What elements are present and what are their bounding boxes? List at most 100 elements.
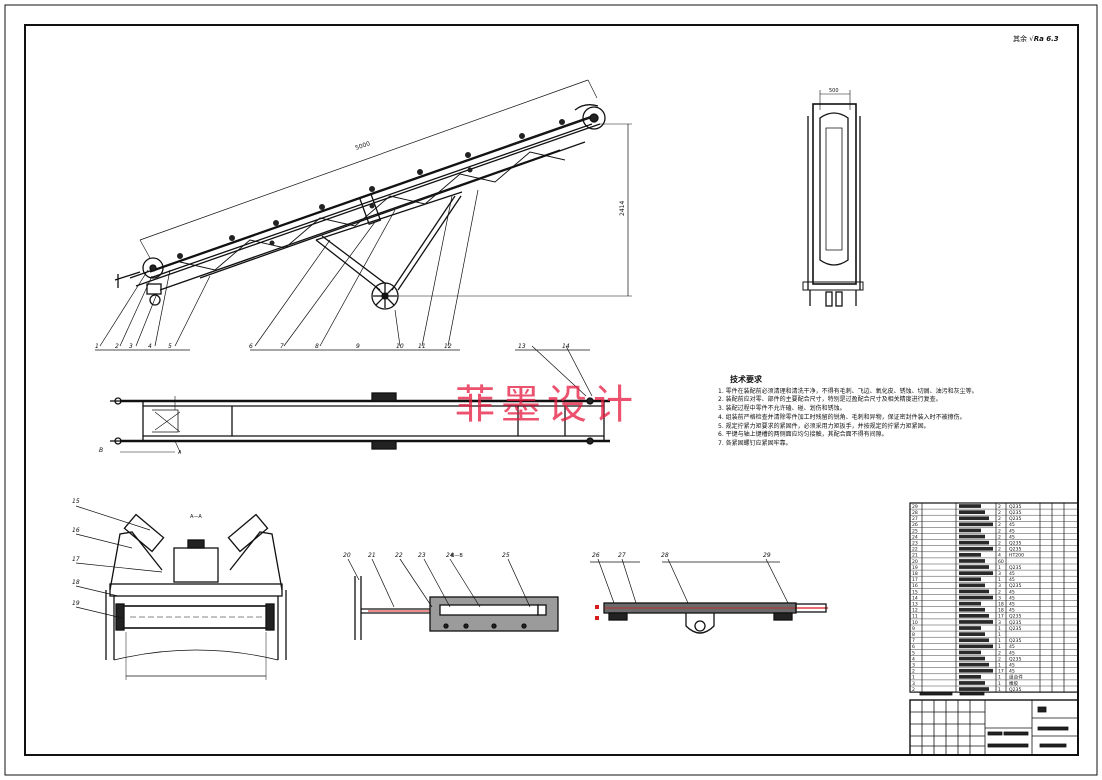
balloon-number: 5	[168, 343, 172, 350]
bom-cell-no: 9	[912, 626, 915, 632]
bom-cell-qty: 2	[998, 589, 1001, 595]
main-elevation-view	[95, 79, 632, 351]
bom-name-cell	[959, 504, 981, 508]
requirement-item: 4. 组装前严格检查并清除零件加工时残留的锐角、毛刺和异物，保证密封件装入时不被…	[718, 413, 966, 421]
dim-top-width: 500	[829, 88, 839, 94]
bom-cell-no: 8	[912, 632, 915, 638]
bom-cell-qty: 1	[998, 675, 1001, 681]
roughness-prefix: 其余	[1013, 35, 1027, 43]
balloon-number: 28	[661, 552, 669, 559]
watermark-text: 菲墨设计	[455, 382, 639, 428]
balloon-number: 25	[502, 552, 510, 559]
technical-requirements-title: 技术要求	[730, 375, 762, 384]
bom-cell-no: 28	[912, 510, 918, 516]
bom-cell-qty: 3	[998, 571, 1001, 577]
bom-name-cell	[959, 656, 985, 661]
bom-cell-no: 19	[912, 565, 918, 571]
balloon-number: 11	[418, 343, 426, 350]
bom-cell-no: 14	[912, 595, 918, 601]
title-block	[909, 691, 1079, 756]
bom-cell-qty: 1	[998, 638, 1001, 644]
bom-cell-mat: Q235	[1009, 687, 1021, 693]
balloon-number: 14	[562, 343, 570, 350]
view-marker-a: A	[178, 450, 182, 456]
bom-cell-mat: 45	[1009, 669, 1015, 675]
bom-name-cell	[959, 632, 985, 636]
balloon-number: 15	[72, 498, 80, 505]
balloon-number: 23	[418, 552, 426, 559]
balloon-number: 17	[72, 556, 80, 563]
bom-cell-no: 3	[912, 681, 915, 687]
bom-name-cell	[959, 516, 989, 521]
bom-cell-mat: 橡胶	[1009, 680, 1019, 687]
bom-cell-mat: Q235	[1009, 504, 1021, 510]
bom-cell-qty: 2	[998, 528, 1001, 534]
bom-cell-mat: 45	[1009, 663, 1015, 669]
bom-name-cell	[959, 607, 985, 612]
bom-name-cell	[959, 565, 989, 569]
requirement-item: 5. 规定拧紧力矩要求的紧固件，必须采用力矩扳手，并按规定的拧紧力矩紧固。	[718, 422, 930, 430]
bom-cell-qty: 3	[998, 595, 1001, 601]
bom-cell-no: 20	[912, 559, 918, 565]
balloon-number: 7	[280, 343, 284, 350]
bom-cell-mat: 组合件	[1009, 674, 1023, 681]
requirement-item: 1. 零件在装配前必须清理和清洗干净，不得有毛刺、飞边、氧化皮、锈蚀、切屑、油污…	[718, 387, 978, 395]
bom-cell-mat: Q235	[1009, 565, 1021, 571]
bom-cell-qty: 2	[998, 656, 1001, 662]
bom-name-cell	[959, 662, 989, 667]
bom-cell-qty: 1	[998, 632, 1001, 638]
bom-cell-qty: 2	[998, 547, 1001, 553]
bom-name-cell	[959, 620, 993, 624]
balloon-number: 2	[115, 343, 119, 350]
view-marker-b: B	[99, 447, 104, 454]
bom-cell-qty: 2	[998, 534, 1001, 540]
dim-height: 2414	[619, 201, 626, 216]
balloon-number: 9	[356, 343, 360, 350]
bom-cell-mat: 45	[1009, 644, 1015, 650]
section-a-label: A—A	[190, 514, 202, 520]
roughness-symbol-icon: √	[1029, 35, 1034, 43]
bom-name-cell	[959, 638, 989, 643]
bom-name-cell	[959, 650, 981, 655]
bom-cell-mat: Q235	[1009, 541, 1021, 547]
balloon-number: 13	[518, 343, 526, 350]
inner-border	[24, 24, 1079, 756]
balloon-number: 24	[446, 552, 454, 559]
bom-name-cell	[959, 644, 993, 649]
balloon-number: 29	[763, 552, 771, 559]
bom-cell-mat: Q235	[1009, 620, 1021, 626]
balloon-number: 19	[72, 600, 80, 607]
bom-name-cell	[959, 668, 993, 673]
bom-name-cell	[959, 540, 989, 545]
balloon-number: 16	[72, 527, 80, 534]
bom-cell-no: 16	[912, 583, 918, 589]
bom-cell-qty: 17	[998, 614, 1004, 620]
bom-name-cell	[959, 571, 993, 575]
bom-cell-no: 10	[912, 620, 918, 626]
bom-cell-no: 13	[912, 602, 918, 608]
surface-roughness-note: 其余 √Ra 6.3	[1013, 34, 1059, 44]
bom-cell-qty: 2	[998, 510, 1001, 516]
bom-name-cell	[959, 626, 981, 630]
bom-cell-no: 1	[912, 675, 915, 681]
bom-name-cell	[959, 522, 993, 527]
bom-cell-no: 12	[912, 608, 918, 614]
bom-cell-mat: 45	[1009, 589, 1015, 595]
requirement-item: 2. 装配前应对零、部件的主要配合尺寸，特别是过盈配合尺寸及相关精度进行复查。	[718, 396, 942, 404]
section-b-view	[347, 558, 559, 640]
plan-view	[110, 345, 610, 453]
bom-cell-mat: 45	[1009, 534, 1015, 540]
bom-cell-no: 26	[912, 522, 918, 528]
bom-cell-no: 21	[912, 553, 918, 559]
bom-name-cell	[959, 553, 981, 557]
bom-cell-mat: Q235	[1009, 516, 1021, 522]
bom-cell-no: 2	[912, 669, 915, 675]
section-a-view	[75, 505, 287, 680]
bom-cell-no: 23	[912, 541, 918, 547]
bom-cell-no: 7	[912, 638, 915, 644]
bom-cell-qty: 1	[998, 663, 1001, 669]
bom-cell-mat: Q235	[1009, 638, 1021, 644]
bom-cell-qty: 2	[998, 522, 1001, 528]
